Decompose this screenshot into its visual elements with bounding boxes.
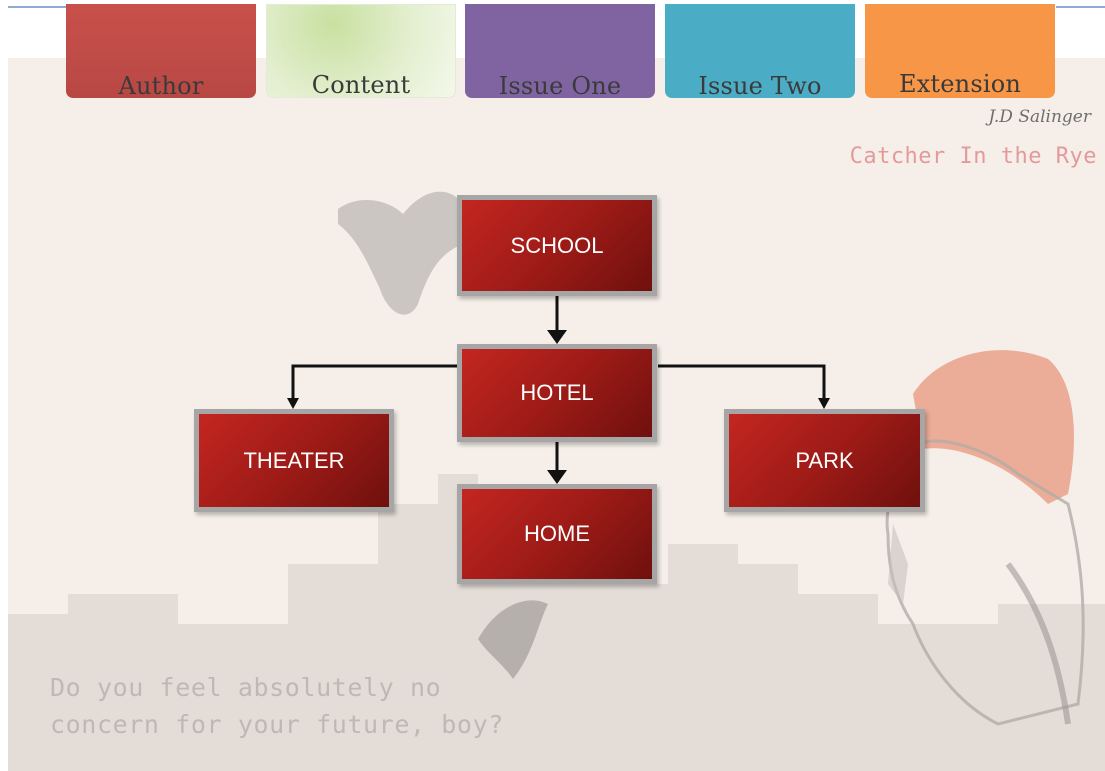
diagram-node-theater: THEATER xyxy=(194,409,394,512)
top-accent-line-right xyxy=(1056,6,1105,8)
book-title: Catcher In the Rye xyxy=(849,144,1097,169)
diagram-node-park: PARK xyxy=(724,409,925,512)
arrow-hotel-to-theater-head xyxy=(287,398,299,409)
slide-canvas: Author Content Issue One Issue Two Exten… xyxy=(8,4,1105,771)
duck-illustration xyxy=(338,191,463,315)
tab-extension-label: Extension xyxy=(898,70,1022,98)
diagram-node-park-label: PARK xyxy=(795,447,854,473)
tab-author-label: Author xyxy=(118,72,204,100)
arrow-hotel-to-park-head xyxy=(818,398,830,409)
quote-line-2: concern for your future, boy? xyxy=(50,710,504,739)
arrow-hotel-to-park xyxy=(658,364,826,400)
tab-extension[interactable]: Extension xyxy=(865,4,1055,98)
quote-text: Do you feel absolutely no concern for yo… xyxy=(50,669,504,743)
arrow-hotel-to-theater xyxy=(291,364,457,400)
tab-issue-two-label: Issue Two xyxy=(698,72,822,100)
diagram-node-school-label: SCHOOL xyxy=(510,232,604,258)
tab-issue-one[interactable]: Issue One xyxy=(465,4,655,100)
diagram-node-theater-label: THEATER xyxy=(243,447,345,473)
arrow-hotel-to-home-head xyxy=(547,470,567,484)
top-accent-line-left xyxy=(8,6,66,8)
diagram-node-hotel: HOTEL xyxy=(457,344,657,442)
tab-issue-one-label: Issue One xyxy=(498,72,622,100)
quote-line-1: Do you feel absolutely no xyxy=(50,673,442,702)
diagram-node-home-label: HOME xyxy=(524,521,590,546)
tab-issue-two[interactable]: Issue Two xyxy=(665,4,855,100)
diagram-node-school: SCHOOL xyxy=(457,195,657,296)
tab-content[interactable]: Content xyxy=(266,4,456,99)
author-signature: J.D Salinger xyxy=(988,107,1091,127)
small-duck-illustration xyxy=(478,600,548,679)
arrow-school-to-hotel-head xyxy=(547,330,567,344)
diagram-connectors xyxy=(287,296,830,484)
diagram-node-hotel-label: HOTEL xyxy=(520,380,594,405)
diagram-node-home: HOME xyxy=(457,484,657,584)
holden-figure-illustration xyxy=(885,350,1085,726)
city-skyline-graphic xyxy=(8,474,1105,771)
background-illustration xyxy=(8,191,1105,771)
tab-content-label: Content xyxy=(311,71,411,99)
tab-author[interactable]: Author xyxy=(66,4,256,100)
